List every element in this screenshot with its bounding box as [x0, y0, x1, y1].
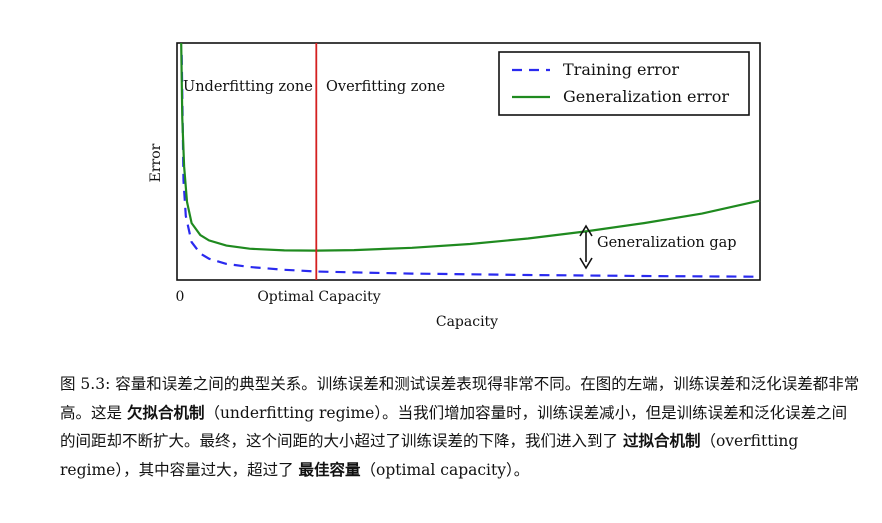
caption-text: 图 5.3: 容量和误差之间的典型关系。训练误差和测试误差表现得非常不同。在图的… [60, 375, 860, 422]
legend: Training error Generalization error [498, 51, 750, 116]
x-tick-label-optimal-capacity: Optimal Capacity [257, 289, 380, 305]
generalization-error-line [180, 42, 761, 252]
training-error-line [180, 54, 761, 278]
legend-generalization-error-label: Generalization error [563, 87, 729, 106]
capacity-error-chart: Underfitting zone Overfitting zone Gener… [148, 42, 761, 330]
generalization-gap-arrow [579, 224, 593, 270]
caption-bold-term: 最佳容量 [298, 459, 361, 479]
caption-bold-term: 欠拟合机制 [126, 402, 205, 422]
x-tick-label-zero: 0 [176, 289, 185, 305]
underfitting-zone-label: Underfitting zone [183, 79, 313, 95]
y-axis-label: Error [148, 143, 164, 182]
caption-text: （overfitting regime），其中容量过大，超过了 [60, 432, 799, 479]
caption-bold-term: 过拟合机制 [622, 431, 701, 450]
overfitting-zone-label: Overfitting zone [326, 79, 445, 95]
legend-box [498, 51, 750, 116]
caption-text: （optimal capacity）。 [360, 460, 530, 479]
figure-caption: 图 5.3: 容量和误差之间的典型关系。训练误差和测试误差表现得非常不同。在图的… [60, 371, 860, 484]
caption-text: （underfitting regime）。当我们增加容量时，训练误差减小，但是… [60, 403, 848, 451]
plot-frame [176, 42, 761, 281]
generalization-gap-label: Generalization gap [597, 235, 737, 251]
x-axis-label: Capacity [436, 314, 498, 330]
legend-training-error-label: Training error [563, 60, 679, 79]
